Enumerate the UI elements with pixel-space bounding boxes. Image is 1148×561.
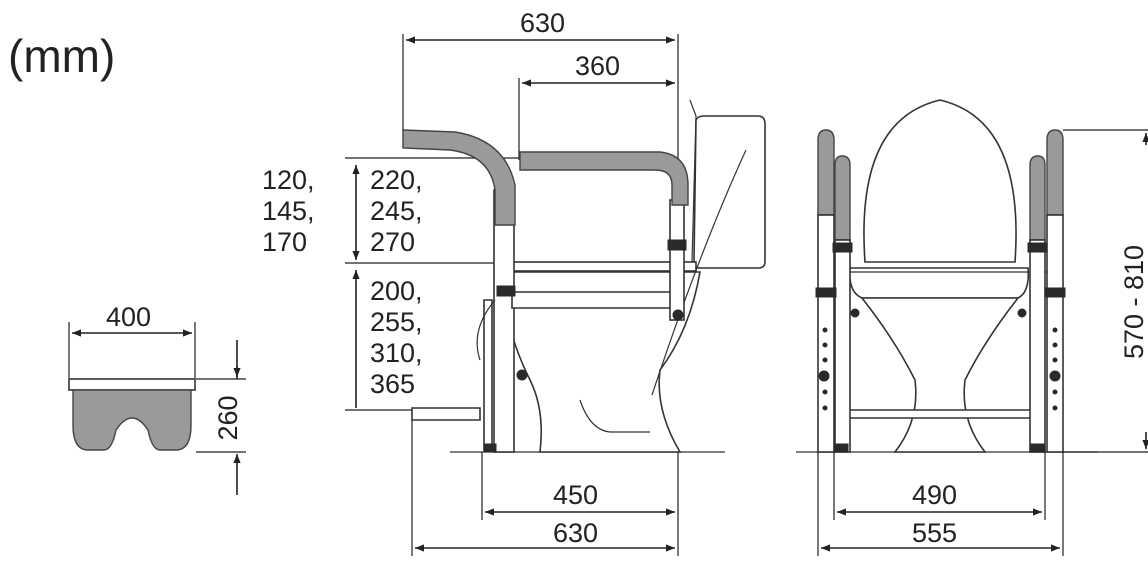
stool-drawing: 400 260 bbox=[68, 302, 246, 495]
armrest-span-label: 360 bbox=[575, 51, 620, 81]
toilet-seat-side bbox=[499, 261, 697, 272]
armrest-left bbox=[402, 129, 516, 226]
armrest-height-option-2: 145, bbox=[262, 196, 315, 226]
armrest-right bbox=[519, 151, 689, 206]
stool-height-label: 260 bbox=[213, 395, 243, 440]
front-right-inner-handle bbox=[1029, 155, 1046, 241]
armrest-adjust-option-2: 245, bbox=[370, 196, 423, 226]
stool-body bbox=[72, 389, 192, 451]
front-right-outer-handle bbox=[1046, 129, 1064, 216]
armrest-adjust-option-1: 220, bbox=[370, 165, 423, 195]
base-depth-label: 450 bbox=[553, 480, 598, 510]
armrest-height-option-3: 170 bbox=[262, 227, 307, 257]
seat-height-option-3: 310, bbox=[370, 338, 423, 368]
toilet-bowl-side bbox=[499, 271, 701, 453]
front-left-outer-handle bbox=[817, 129, 835, 216]
seat-height-option-1: 200, bbox=[370, 276, 423, 306]
frame-crossbar bbox=[511, 291, 677, 309]
toilet-bowl-front bbox=[860, 297, 1020, 453]
inner-width-label: 490 bbox=[912, 480, 957, 510]
toilet-lid-front bbox=[863, 99, 1017, 263]
seat-height-option-4: 365 bbox=[370, 369, 415, 399]
height-range-label: 570 - 810 bbox=[1119, 245, 1148, 359]
stool-width-label: 400 bbox=[106, 302, 151, 332]
armrest-adjust-option-3: 270 bbox=[370, 227, 415, 257]
outer-width-label: 555 bbox=[912, 518, 957, 548]
armrest-height-option-1: 120, bbox=[262, 165, 315, 195]
seat-height-option-2: 255, bbox=[370, 307, 423, 337]
side-view-drawing: 630 360 120, 145, 170 220, 245, 270 200,… bbox=[262, 8, 766, 556]
units-label: (mm) bbox=[8, 30, 115, 82]
cistern bbox=[693, 115, 766, 269]
front-left-inner-handle bbox=[834, 155, 851, 241]
overall-width-label: 630 bbox=[520, 8, 565, 38]
overall-depth-label: 630 bbox=[553, 518, 598, 548]
front-view-drawing: 570 - 810 490 555 bbox=[796, 99, 1148, 556]
